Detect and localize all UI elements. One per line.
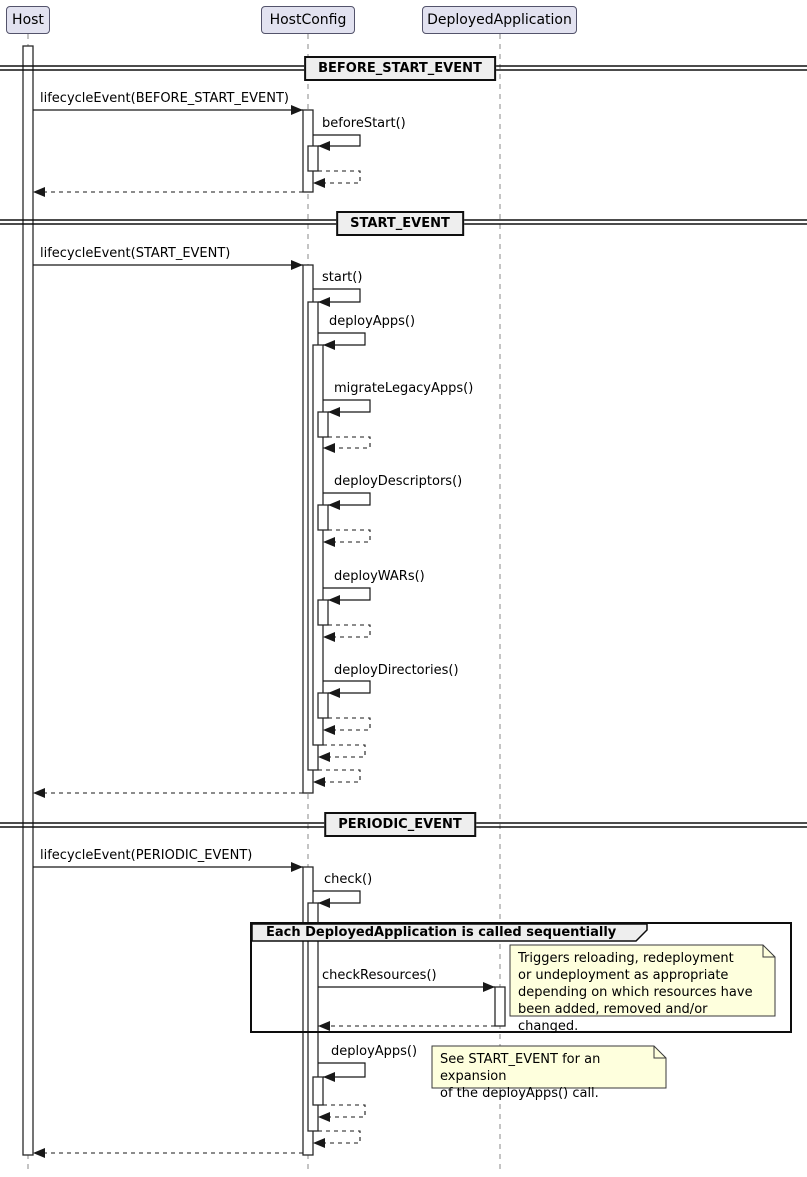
message-label-deploydescriptors: deployDescriptors() xyxy=(334,474,463,489)
note-shape-deployapps xyxy=(431,1045,667,1089)
activation-bars xyxy=(22,45,506,1156)
message-label-lifecycle-periodic: lifecycleEvent(PERIODIC_EVENT) xyxy=(40,848,253,863)
group-frame xyxy=(250,922,792,1033)
divider-before-start-event: BEFORE_START_EVENT xyxy=(304,56,496,81)
message-label-deployapps-periodic: deployApps() xyxy=(331,1044,418,1059)
return-check xyxy=(313,1130,361,1148)
activation-bar-deploydescriptors xyxy=(317,504,329,531)
activation-bar-host xyxy=(22,45,34,1156)
participant-label: HostConfig xyxy=(269,12,347,28)
activation-bar-deploydirectories xyxy=(317,692,329,719)
participant-host: Host xyxy=(6,6,50,34)
group-border xyxy=(250,922,792,1033)
participant-label: DeployedApplication xyxy=(427,12,572,28)
arrow-deploydescriptors xyxy=(323,492,371,510)
participant-deployedapplication: DeployedApplication xyxy=(422,6,577,34)
divider-start-event: START_EVENT xyxy=(336,211,464,236)
message-label-check: check() xyxy=(324,872,373,887)
return-beforestart xyxy=(313,170,361,188)
message-label-lifecycle-start: lifecycleEvent(START_EVENT) xyxy=(40,246,231,261)
arrow-deployapps-periodic xyxy=(318,1062,366,1082)
arrow-deployapps xyxy=(318,332,366,350)
activation-bar-migratelegacyapps xyxy=(317,411,329,438)
note-shape-checkresources xyxy=(509,944,776,1017)
note-fold-icon xyxy=(653,1046,666,1059)
return-deploywars xyxy=(323,624,371,642)
message-label-beforestart: beforeStart() xyxy=(322,116,406,131)
message-label-migratelegacyapps: migrateLegacyApps() xyxy=(334,381,474,396)
return-arrows xyxy=(33,170,495,1158)
activation-bar-deployapps-periodic xyxy=(312,1076,324,1106)
activation-bar-check xyxy=(307,902,319,1132)
lifelines xyxy=(27,34,501,1170)
note-deployapps: See START_EVENT for an expansion of the … xyxy=(440,1052,601,1101)
message-label-deployapps: deployApps() xyxy=(329,314,416,329)
return-deploydirectories xyxy=(323,717,371,735)
message-label-start: start() xyxy=(322,270,363,285)
divider-periodic-event: PERIODIC_EVENT xyxy=(324,812,476,837)
arrow-beforestart xyxy=(313,134,361,151)
activation-bar-checkresources xyxy=(494,986,506,1027)
message-label-checkresources: checkResources() xyxy=(322,968,437,983)
group-header-pentagon xyxy=(251,923,648,942)
arrow-deploydirectories xyxy=(323,680,371,698)
arrow-check xyxy=(313,890,361,908)
activation-bar-beforestart xyxy=(307,145,319,172)
return-start xyxy=(313,769,361,787)
return-deploydescriptors xyxy=(323,529,371,547)
activation-bar-deploywars xyxy=(317,599,329,626)
notes-shapes xyxy=(431,944,776,1089)
return-deployapps-periodic xyxy=(318,1104,366,1122)
participant-label: Host xyxy=(12,12,44,28)
return-migratelegacyapps xyxy=(323,436,371,453)
arrow-migratelegacyapps xyxy=(323,399,371,417)
note-fold-icon xyxy=(762,945,775,958)
group-title: Each DeployedApplication is called seque… xyxy=(266,925,617,940)
participant-hostconfig: HostConfig xyxy=(261,6,355,34)
call-arrows xyxy=(33,105,495,1082)
divider-lines xyxy=(0,65,807,828)
return-deployapps xyxy=(318,744,366,762)
message-label-lifecycle-before-start: lifecycleEvent(BEFORE_START_EVENT) xyxy=(40,91,289,106)
activation-bar-deployapps xyxy=(312,344,324,746)
arrow-deploywars xyxy=(323,587,371,605)
note-checkresources: Triggers reloading, redeployment or unde… xyxy=(518,951,753,1034)
arrow-start xyxy=(313,288,361,307)
message-label-deploywars: deployWARs() xyxy=(334,569,425,584)
message-label-deploydirectories: deployDirectories() xyxy=(334,663,459,678)
